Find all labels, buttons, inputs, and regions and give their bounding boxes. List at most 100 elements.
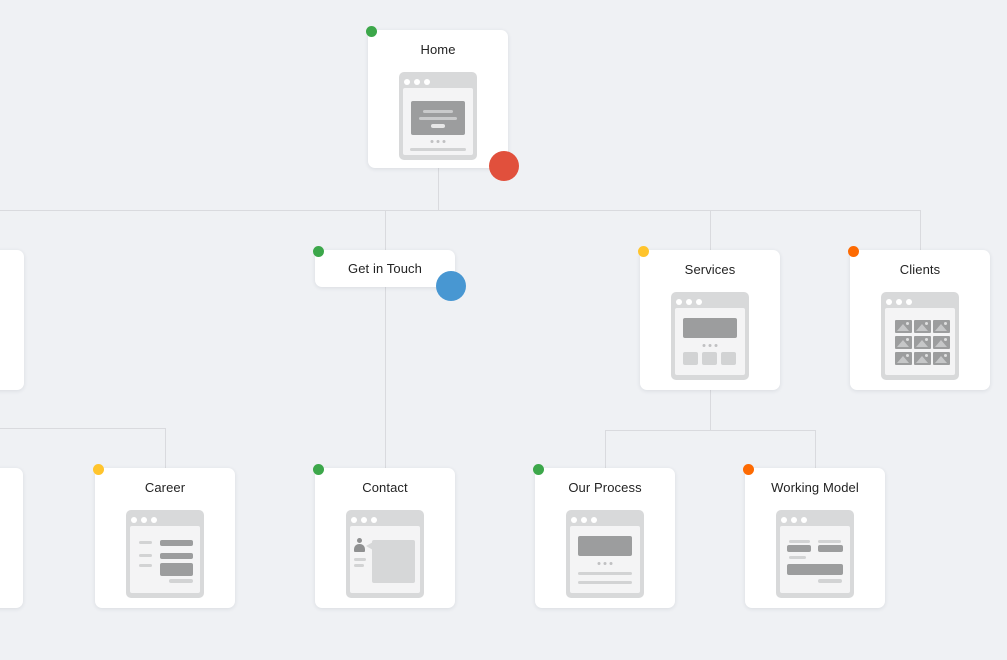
page-card-contact[interactable]: Contact (313, 464, 455, 608)
connector-line (815, 430, 816, 468)
image-placeholder-icon (933, 352, 950, 365)
browser-dots-icon (131, 517, 157, 523)
connector-line (710, 210, 711, 250)
thumbnail-window (130, 526, 200, 593)
page-card-offscreen-left-row3[interactable] (0, 468, 23, 608)
connector-line (605, 430, 816, 431)
image-placeholder-icon (933, 320, 950, 333)
card-box (683, 352, 698, 365)
text-line (789, 556, 806, 559)
image-placeholder-icon (914, 336, 931, 349)
browser-dots-icon (676, 299, 702, 305)
thumbnail-window (570, 526, 640, 593)
page-title: Contact (362, 479, 408, 495)
connector-line (438, 168, 439, 210)
card-box (721, 352, 736, 365)
text-line (818, 579, 842, 583)
page-card-home[interactable]: Home (366, 26, 508, 168)
page-thumbnail (346, 510, 424, 598)
connector-line (605, 430, 606, 468)
status-dot (366, 26, 377, 37)
image-placeholder-icon (933, 336, 950, 349)
page-card-our-process[interactable]: Our Process (533, 464, 675, 608)
text-line (578, 581, 632, 584)
page-card-get-in-touch[interactable]: Get in Touch (313, 246, 455, 287)
page-card-services[interactable]: Services (638, 246, 780, 390)
text-line (410, 148, 466, 151)
image-placeholder-icon (914, 352, 931, 365)
connector-line (0, 428, 166, 429)
content-block (787, 564, 843, 575)
page-card-working-model[interactable]: Working Model (743, 464, 885, 608)
status-dot (313, 246, 324, 257)
thumbnail-window (403, 88, 473, 155)
page-thumbnail (776, 510, 854, 598)
person-icon (354, 538, 365, 552)
page-thumbnail (399, 72, 477, 160)
hero-block (578, 536, 632, 556)
page-thumbnail (881, 292, 959, 380)
content-bar (160, 553, 193, 559)
connector-line (920, 210, 921, 250)
collaborator-cursor-blue[interactable] (436, 271, 466, 301)
page-card-clients[interactable]: Clients (848, 246, 990, 390)
connector-line (385, 210, 386, 250)
text-line (354, 558, 366, 561)
text-line (354, 564, 364, 567)
image-placeholder-icon (914, 320, 931, 333)
text-line (139, 541, 152, 544)
image-gallery (895, 320, 950, 365)
text-line (423, 110, 453, 113)
status-dot (743, 464, 754, 475)
text-line (419, 117, 457, 120)
hero-block (683, 318, 737, 338)
browser-dots-icon (781, 517, 807, 523)
carousel-dots-icon (702, 344, 718, 347)
page-thumbnail (671, 292, 749, 380)
speech-bubble-tail (366, 542, 373, 550)
card-box (702, 352, 717, 365)
page-thumbnail (566, 510, 644, 598)
page-card-offscreen-left-row2[interactable] (0, 250, 24, 390)
text-line (139, 564, 152, 567)
status-dot (313, 464, 324, 475)
button-pill (431, 124, 445, 128)
thumbnail-window (885, 308, 955, 375)
text-line (789, 540, 810, 543)
page-title: Our Process (568, 479, 642, 495)
connector-line (0, 210, 921, 211)
content-bar (818, 545, 843, 552)
thumbnail-window (780, 526, 850, 593)
status-dot (638, 246, 649, 257)
connector-line (165, 428, 166, 468)
browser-dots-icon (404, 79, 430, 85)
connector-line (385, 287, 386, 468)
collaborator-cursor-red[interactable] (489, 151, 519, 181)
image-placeholder-icon (895, 352, 912, 365)
page-thumbnail (126, 510, 204, 598)
page-title: Working Model (771, 479, 859, 495)
text-line (578, 572, 632, 575)
thumbnail-window (350, 526, 420, 593)
page-title: Career (144, 479, 186, 495)
status-dot (533, 464, 544, 475)
status-dot (93, 464, 104, 475)
content-bar (787, 545, 811, 552)
status-dot (848, 246, 859, 257)
browser-dots-icon (886, 299, 912, 305)
page-title: Home (420, 41, 456, 57)
image-placeholder-icon (895, 320, 912, 333)
thumbnail-window (675, 308, 745, 375)
page-title: Clients (899, 261, 941, 277)
page-title: Services (684, 261, 736, 277)
content-bar (160, 540, 193, 546)
text-line (169, 579, 193, 583)
page-title: Get in Touch (348, 261, 422, 276)
connector-line (710, 390, 711, 430)
page-card-career[interactable]: Career (93, 464, 235, 608)
browser-dots-icon (351, 517, 377, 523)
speech-bubble (372, 540, 415, 583)
browser-dots-icon (571, 517, 597, 523)
hero-block (411, 101, 465, 135)
